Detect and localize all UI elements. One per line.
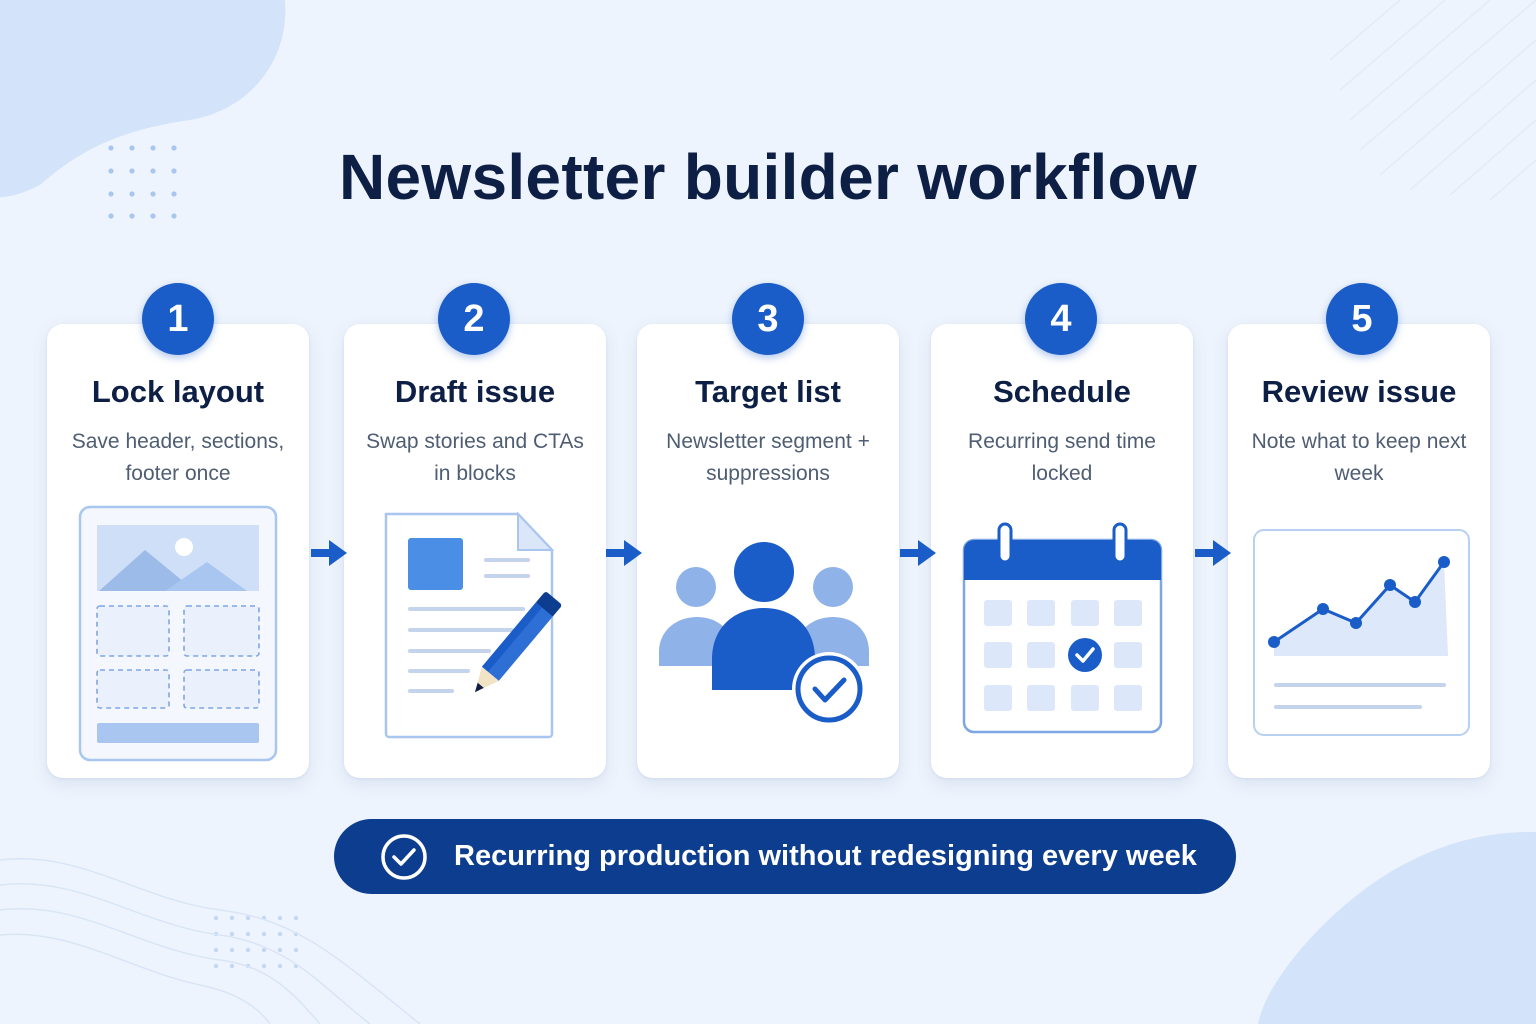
step-card-schedule: Schedule Recurring send time locked	[931, 324, 1193, 778]
step-number-badge: 2	[438, 283, 510, 355]
step-card-target-list: Target list Newsletter segment + suppres…	[637, 324, 899, 778]
step-card-draft-issue: Draft issue Swap stories and CTAs in blo…	[344, 324, 606, 778]
top-right-hatch	[1329, 0, 1536, 201]
arrow-right-icon	[311, 540, 347, 566]
document-pencil-icon	[384, 511, 562, 739]
step-description: Save header, sections, footer once	[71, 430, 285, 485]
step-title: Target list	[695, 374, 841, 409]
step-title: Lock layout	[91, 374, 265, 409]
step-title: Review issue	[1261, 374, 1457, 409]
step-description: Note what to keep next week	[1251, 430, 1467, 485]
bottom-right-blob	[1258, 831, 1536, 1024]
step-number-badge: 1	[142, 283, 214, 355]
audience-check-icon	[659, 542, 869, 726]
page-title: Newsletter builder workflow	[338, 141, 1198, 213]
step-card-lock-layout: Lock layout Save header, sections, foote…	[47, 324, 309, 778]
step-description: Swap stories and CTAs in blocks	[366, 430, 584, 485]
arrow-right-icon	[1195, 540, 1231, 566]
step-description: Recurring send time locked	[968, 430, 1156, 485]
check-circle-icon	[381, 834, 427, 880]
arrow-right-icon	[900, 540, 936, 566]
bottom-left-wave-lines	[0, 858, 421, 1024]
top-left-blob	[0, 0, 286, 197]
step-title: Draft issue	[394, 374, 556, 409]
step-number-badge: 4	[1025, 283, 1097, 355]
step-card-review-issue: Review issue Note what to keep next week	[1228, 324, 1490, 778]
step-number-badge: 3	[732, 283, 804, 355]
summary-banner: Recurring production without redesigning…	[334, 819, 1236, 894]
step-number-badge: 5	[1326, 283, 1398, 355]
top-left-dot-grid	[108, 145, 177, 219]
layout-template-icon	[78, 505, 278, 762]
trend-chart-icon	[1253, 529, 1470, 736]
calendar-check-icon	[962, 522, 1163, 734]
arrow-right-icon	[606, 540, 642, 566]
step-title: Schedule	[993, 374, 1131, 409]
step-description: Newsletter segment + suppressions	[666, 430, 870, 485]
banner-text: Recurring production without redesigning…	[454, 840, 1197, 872]
